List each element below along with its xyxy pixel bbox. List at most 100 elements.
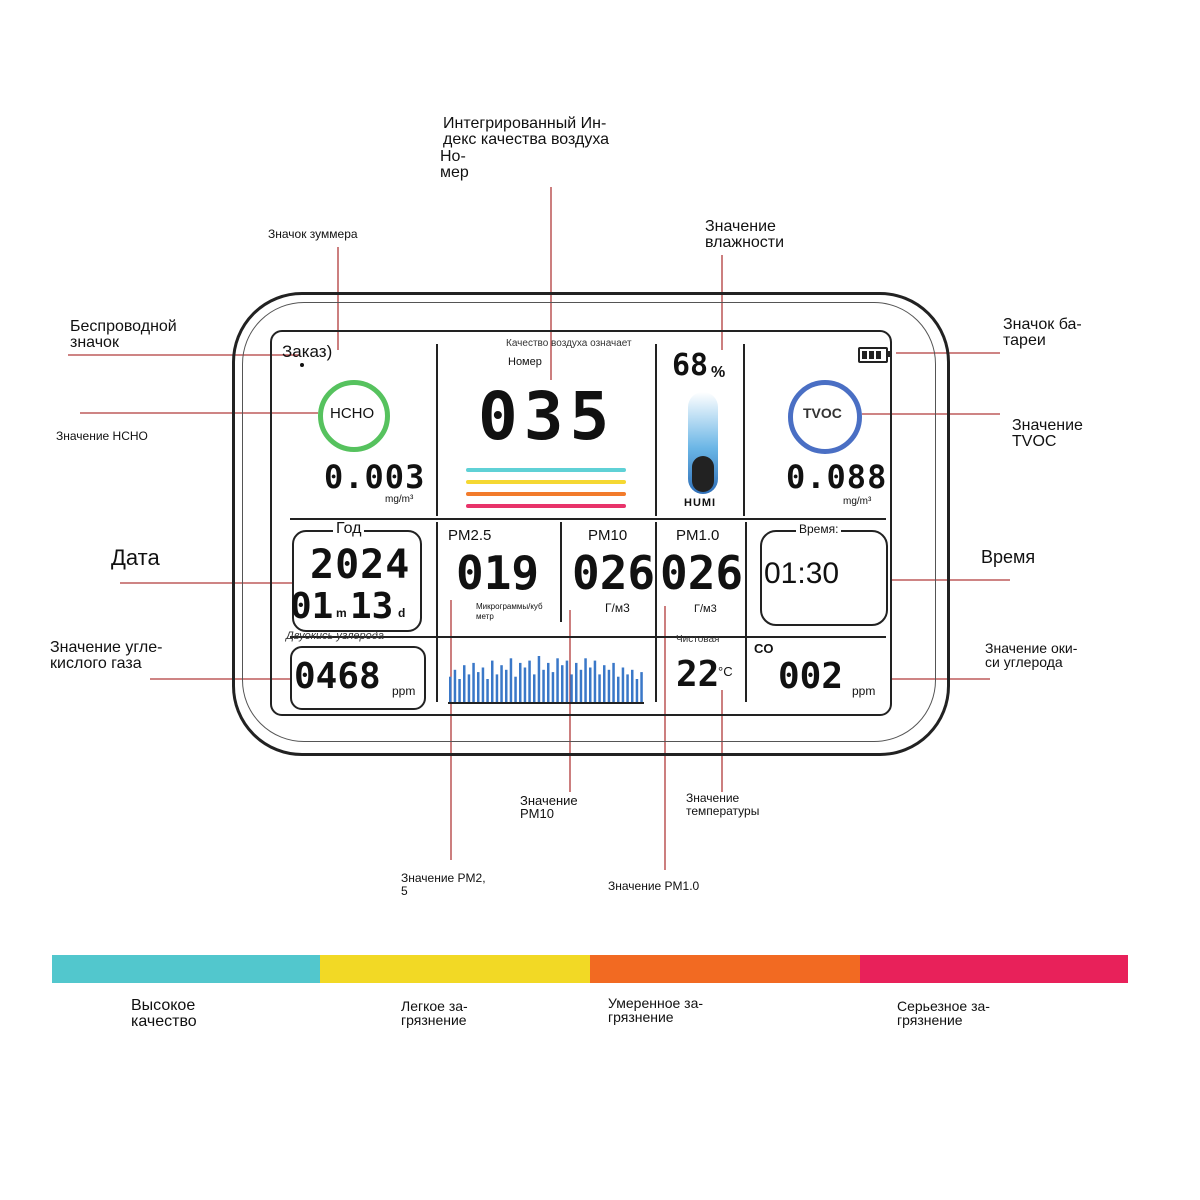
year-label: Год: [333, 520, 365, 538]
history-bar: [477, 672, 480, 702]
history-bar: [589, 667, 592, 702]
legend-label-moderate: Умеренное за- грязнение: [608, 995, 704, 1025]
history-bar: [565, 660, 569, 702]
hcho-value: 0.003: [324, 458, 426, 496]
pm-history-bars: [449, 656, 643, 702]
hcho-ring: [318, 380, 390, 452]
history-bar: [579, 669, 583, 702]
pm25-unit: Микрограммы/куб метр: [476, 602, 543, 621]
pm-history-chart: [448, 646, 644, 704]
callout-pm1: Значение PM1.0: [608, 879, 700, 893]
callout-pm10: Значение PM10: [520, 793, 578, 821]
co-unit: ppm: [852, 684, 876, 698]
history-bar: [537, 656, 541, 702]
history-bar: [570, 674, 573, 702]
aqi-stripe: [466, 492, 626, 496]
legend-bar-light: [320, 955, 590, 983]
tvoc-badge: TVOC: [803, 405, 842, 421]
humidity-gauge-bulb: [692, 456, 714, 492]
device-body: [232, 292, 950, 756]
history-bar: [593, 660, 597, 702]
history-bar: [491, 660, 494, 702]
legend-label-severe: Серьезное за- грязнение: [897, 998, 990, 1028]
callout-aqi-number: Но- мер: [440, 148, 469, 181]
history-bar: [603, 665, 606, 702]
history-bar: [584, 658, 587, 702]
pm10-label: PM10: [588, 527, 628, 544]
history-bar: [528, 660, 531, 702]
history-bar: [495, 674, 499, 702]
history-bar: [612, 662, 615, 702]
time-label: Время:: [796, 522, 842, 536]
month-unit: m: [336, 606, 347, 620]
legend-label-good: Высокое качество: [131, 997, 197, 1030]
co2-unit: ppm: [392, 684, 416, 698]
history-bar: [505, 669, 508, 702]
callout-humidity: Значение влажности: [705, 218, 785, 251]
hcho-badge: HCHO: [330, 405, 375, 422]
legend-label-light: Легкое за- грязнение: [401, 998, 468, 1028]
callout-hcho: Значение HCHO: [56, 429, 148, 443]
pm10-value: 026: [572, 546, 656, 600]
co-label: CO: [754, 641, 774, 656]
hcho-unit: mg/m³: [385, 494, 414, 505]
history-bar: [626, 674, 629, 702]
history-bar: [556, 658, 559, 702]
day-value: 13: [350, 586, 394, 627]
callout-battery: Значок ба- тареи: [1003, 316, 1082, 349]
wireless-icon: [300, 363, 304, 367]
aqi-stripe: [466, 468, 626, 472]
day-unit: d: [398, 606, 406, 620]
callout-pm25: Значение PM2, 5: [401, 871, 486, 898]
history-bar: [547, 662, 550, 702]
aqi-stripes: [466, 468, 626, 512]
pm1-label: PM1.0: [676, 527, 720, 544]
pm25-value: 019: [456, 546, 540, 600]
humidity-value: 68: [672, 348, 709, 383]
month-value: 01: [290, 586, 334, 627]
history-bar: [635, 679, 639, 702]
callout-aqi-title: Интегрированный Ин- декс качества воздух…: [443, 115, 610, 148]
tvoc-unit: mg/m³: [843, 496, 872, 507]
history-bar: [449, 676, 452, 702]
history-bar: [519, 662, 522, 702]
pm25-label: PM2.5: [448, 527, 492, 544]
history-bar: [472, 662, 475, 702]
callout-tvoc: Значение TVOC: [1012, 417, 1083, 450]
humidity-unit: %: [711, 364, 726, 381]
co2-value: 0468: [294, 656, 381, 697]
lcd-screen: [270, 330, 892, 716]
history-bar: [509, 658, 513, 702]
pm1-unit: Г/м3: [694, 603, 717, 615]
aqi-stripe: [466, 480, 626, 484]
co2-label: Двуокись углерода: [286, 630, 384, 642]
aqi-caption: Качество воздуха означает: [506, 338, 632, 349]
temp-label: Чистовая: [676, 634, 720, 645]
callout-co: Значение оки- си углерода: [985, 640, 1078, 670]
history-bar: [575, 662, 578, 702]
callout-date: Дата: [111, 545, 160, 570]
history-bar: [533, 674, 536, 702]
device-inner-edge: [242, 302, 936, 742]
legend-bar-severe: [860, 955, 1128, 983]
co2-box: [290, 646, 426, 710]
tvoc-ring: [788, 380, 862, 454]
aqi-number-label: Номер: [508, 356, 542, 368]
callout-buzzer: Значок зуммера: [268, 227, 358, 241]
history-bar: [561, 665, 564, 702]
history-bar: [500, 665, 503, 702]
history-bar: [551, 672, 555, 702]
history-bar: [514, 676, 517, 702]
battery-icon: [858, 347, 891, 363]
history-bar: [617, 676, 620, 702]
pm10-unit: Г/м3: [605, 601, 630, 615]
temp-unit: °C: [718, 664, 733, 679]
aqi-value: 035: [478, 378, 616, 455]
legend-bar-good: [52, 955, 320, 983]
order-label: Заказ): [282, 342, 333, 361]
history-bar: [640, 672, 643, 702]
history-bar: [467, 674, 471, 702]
callout-co2: Значение угле- кислого газа: [50, 639, 163, 672]
year-value: 2024: [310, 542, 411, 588]
